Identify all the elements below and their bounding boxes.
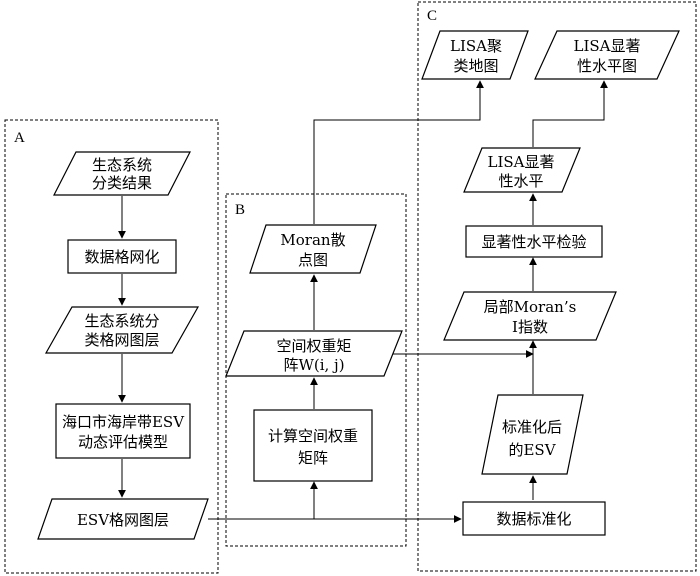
svg-text:数据标准化: 数据标准化 — [496, 510, 571, 528]
node-esv-model: 海口市海岸带ESV 动态评估模型 — [55, 403, 191, 459]
node-standardized-esv: 标准化后 的ESV — [481, 394, 584, 475]
node-data-grid: 数据格网化 — [67, 239, 177, 274]
svg-text:局部Moran’s: 局部Moran’s — [484, 298, 577, 316]
svg-text:标准化后: 标准化后 — [502, 418, 562, 436]
svg-text:性水平图: 性水平图 — [577, 57, 637, 75]
svg-text:Moran散: Moran散 — [280, 231, 345, 249]
svg-text:性水平: 性水平 — [498, 172, 543, 190]
svg-text:I指数: I指数 — [512, 318, 548, 336]
svg-text:生态系统分: 生态系统分 — [84, 312, 159, 330]
node-eco-class-result: 生态系统 分类结果 — [53, 151, 191, 196]
node-lisa-sig-map: LISA显著 性水平图 — [534, 30, 680, 80]
node-esv-grid-layer: ESV格网图层 — [37, 498, 209, 540]
svg-text:分类结果: 分类结果 — [92, 174, 152, 192]
panel-b: B — [225, 193, 407, 547]
svg-text:LISA聚: LISA聚 — [450, 37, 502, 55]
svg-text:ESV格网图层: ESV格网图层 — [77, 511, 169, 529]
panel-c-label: C — [427, 8, 437, 24]
panel-b-label: B — [235, 202, 245, 218]
node-lisa-sig-level: LISA显著 性水平 — [463, 147, 581, 193]
svg-text:海口市海岸带ESV: 海口市海岸带ESV — [62, 413, 185, 431]
panel-a: A — [4, 119, 219, 574]
svg-text:动态评估模型: 动态评估模型 — [78, 433, 168, 451]
svg-text:类地图: 类地图 — [453, 57, 498, 75]
node-data-standardize: 数据标准化 — [462, 501, 606, 536]
svg-text:空间权重矩: 空间权重矩 — [276, 337, 351, 355]
node-moran-scatter: Moran散 点图 — [249, 224, 377, 274]
node-sig-test: 显著性水平检验 — [465, 225, 603, 258]
svg-text:矩阵: 矩阵 — [298, 449, 328, 467]
svg-text:生态系统: 生态系统 — [92, 156, 152, 174]
svg-text:数据格网化: 数据格网化 — [84, 248, 159, 266]
svg-text:LISA显著: LISA显著 — [574, 37, 641, 55]
svg-text:计算空间权重: 计算空间权重 — [268, 427, 358, 445]
svg-text:LISA显著: LISA显著 — [488, 153, 555, 171]
svg-text:的ESV: 的ESV — [508, 441, 556, 459]
svg-text:类格网图层: 类格网图层 — [84, 331, 159, 349]
panel-c: C — [417, 1, 697, 572]
panel-a-label: A — [14, 130, 25, 146]
node-lisa-cluster-map: LISA聚 类地图 — [421, 30, 529, 80]
node-calc-spatial-weight: 计算空间权重 矩阵 — [253, 409, 373, 482]
connectors — [118, 80, 608, 523]
svg-text:显著性水平检验: 显著性水平检验 — [481, 233, 586, 251]
svg-text:阵W(i, j): 阵W(i, j) — [283, 356, 344, 374]
node-spatial-weight-matrix: 空间权重矩 阵W(i, j) — [225, 330, 403, 377]
arrow-siglevel-to-sigmap — [532, 80, 608, 147]
svg-text:点图: 点图 — [298, 251, 328, 269]
node-local-moran: 局部Moran’s I指数 — [443, 291, 617, 341]
arrow-scatter-to-clustermap — [313, 80, 484, 224]
node-eco-grid-layer: 生态系统分 类格网图层 — [44, 306, 200, 354]
